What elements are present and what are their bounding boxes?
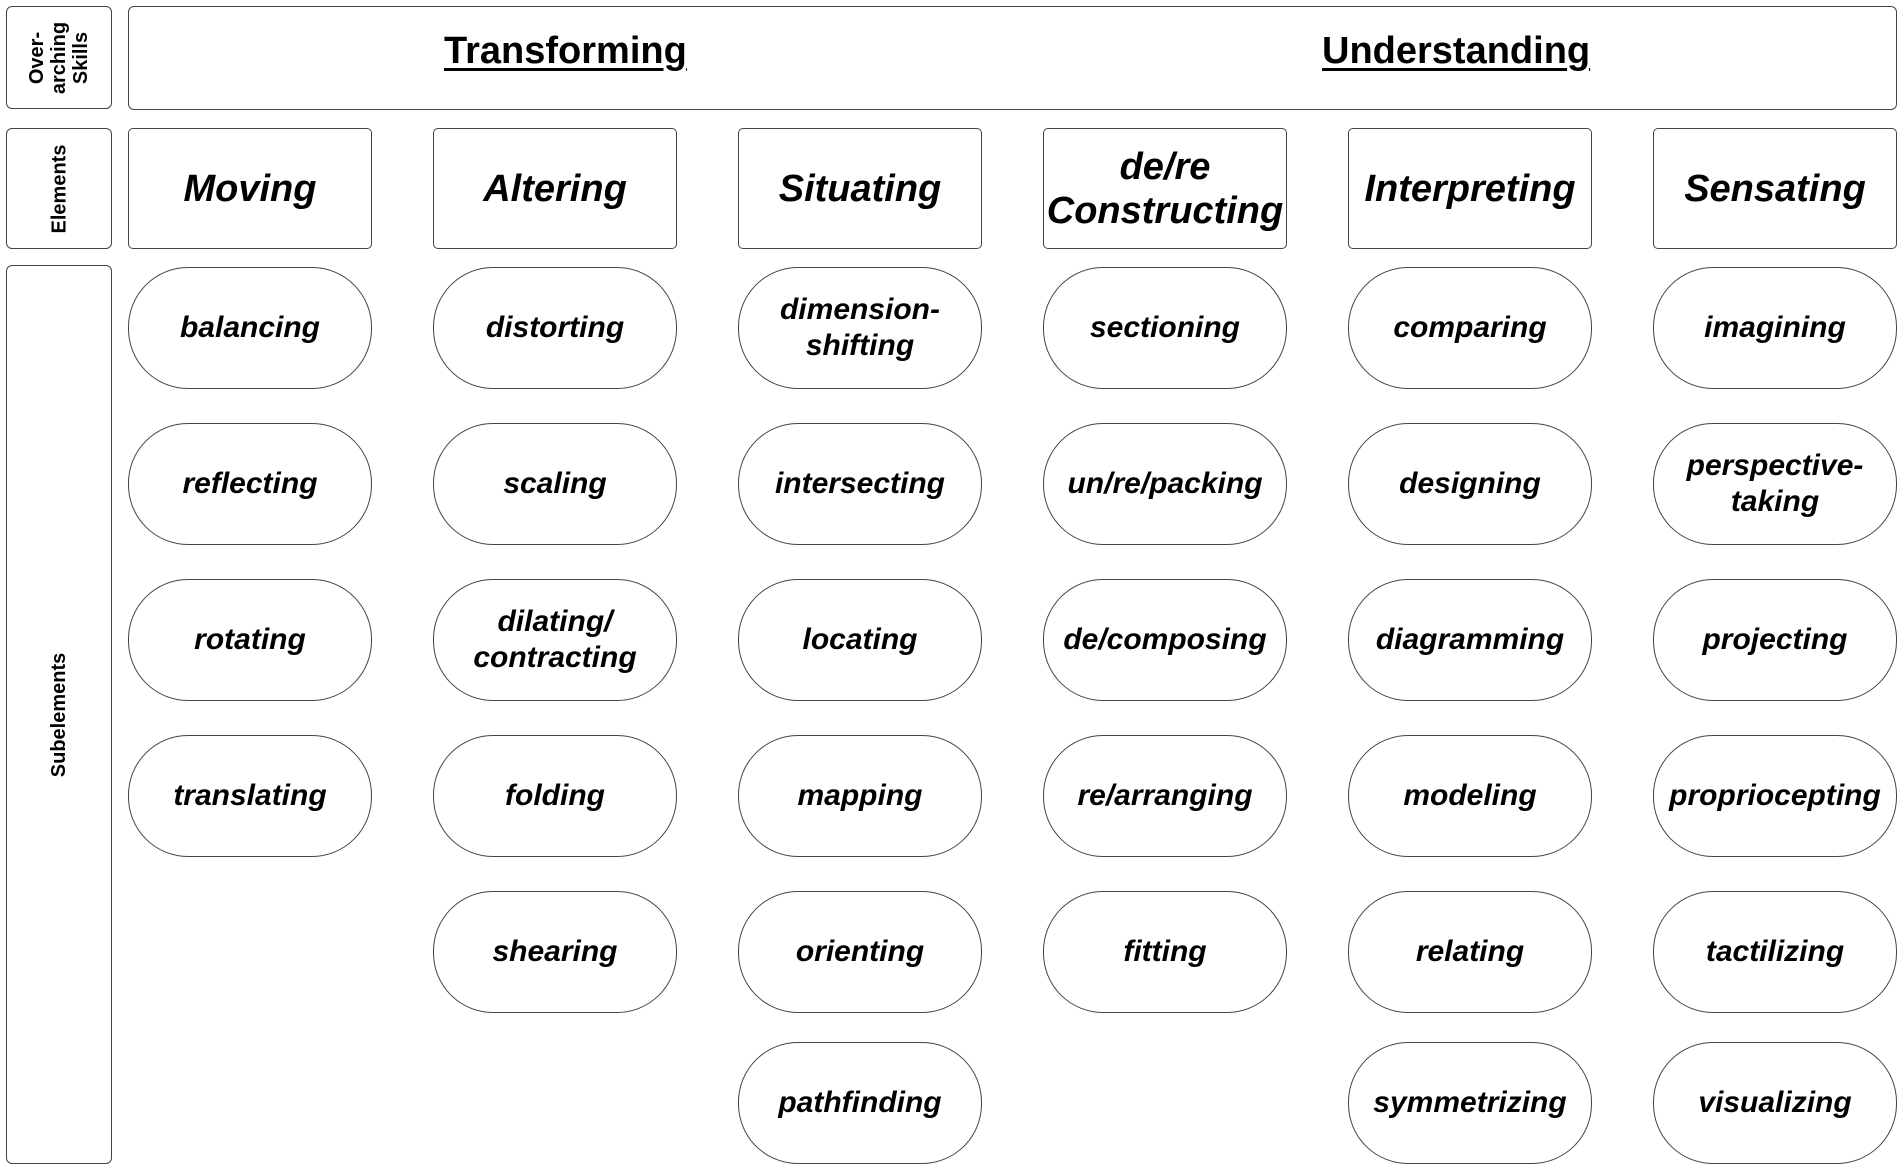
subelement-pill: dilating/ contracting xyxy=(433,579,677,701)
subelement-pill: projecting xyxy=(1653,579,1897,701)
skill-understanding: Understanding xyxy=(1322,30,1591,72)
skill-transforming: Transforming xyxy=(444,30,687,72)
subelement-pill: modeling xyxy=(1348,735,1592,857)
element-box-5: Interpreting xyxy=(1348,128,1592,249)
subelement-pill: designing xyxy=(1348,423,1592,545)
element-box-2: Altering xyxy=(433,128,677,249)
subelement-pill: sectioning xyxy=(1043,267,1287,389)
subelement-pill: pathfinding xyxy=(738,1042,982,1164)
overarching-skills-banner xyxy=(128,6,1897,110)
subelement-pill: fitting xyxy=(1043,891,1287,1013)
subelement-pill: dimension- shifting xyxy=(738,267,982,389)
row-label-overarching-skills-text: Over- arching Skills xyxy=(26,21,92,94)
subelement-pill: orienting xyxy=(738,891,982,1013)
subelement-pill: relating xyxy=(1348,891,1592,1013)
subelement-pill: rotating xyxy=(128,579,372,701)
subelement-pill: folding xyxy=(433,735,677,857)
subelement-pill: perspective- taking xyxy=(1653,423,1897,545)
element-box-1: Moving xyxy=(128,128,372,249)
subelement-pill: reflecting xyxy=(128,423,372,545)
subelement-pill: propriocepting xyxy=(1653,735,1897,857)
subelement-pill: intersecting xyxy=(738,423,982,545)
subelement-pill: translating xyxy=(128,735,372,857)
subelement-pill: mapping xyxy=(738,735,982,857)
subelement-pill: imagining xyxy=(1653,267,1897,389)
element-box-6: Sensating xyxy=(1653,128,1897,249)
subelement-pill: comparing xyxy=(1348,267,1592,389)
subelement-pill: symmetrizing xyxy=(1348,1042,1592,1164)
subelement-pill: re/arranging xyxy=(1043,735,1287,857)
subelement-pill: de/composing xyxy=(1043,579,1287,701)
subelement-pill: un/re/packing xyxy=(1043,423,1287,545)
subelement-pill: visualizing xyxy=(1653,1042,1897,1164)
element-box-4: de/re Constructing xyxy=(1043,128,1287,249)
subelement-pill: shearing xyxy=(433,891,677,1013)
row-label-elements-text: Elements xyxy=(48,144,70,233)
subelement-pill: diagramming xyxy=(1348,579,1592,701)
element-box-3: Situating xyxy=(738,128,982,249)
row-label-elements: Elements xyxy=(6,128,112,249)
subelement-pill: scaling xyxy=(433,423,677,545)
subelement-pill: locating xyxy=(738,579,982,701)
row-label-subelements-text: Subelements xyxy=(48,652,71,777)
subelement-pill: tactilizing xyxy=(1653,891,1897,1013)
subelement-pill: balancing xyxy=(128,267,372,389)
row-label-overarching-skills: Over- arching Skills xyxy=(6,6,112,109)
subelement-pill: distorting xyxy=(433,267,677,389)
row-label-subelements: Subelements xyxy=(6,265,112,1164)
